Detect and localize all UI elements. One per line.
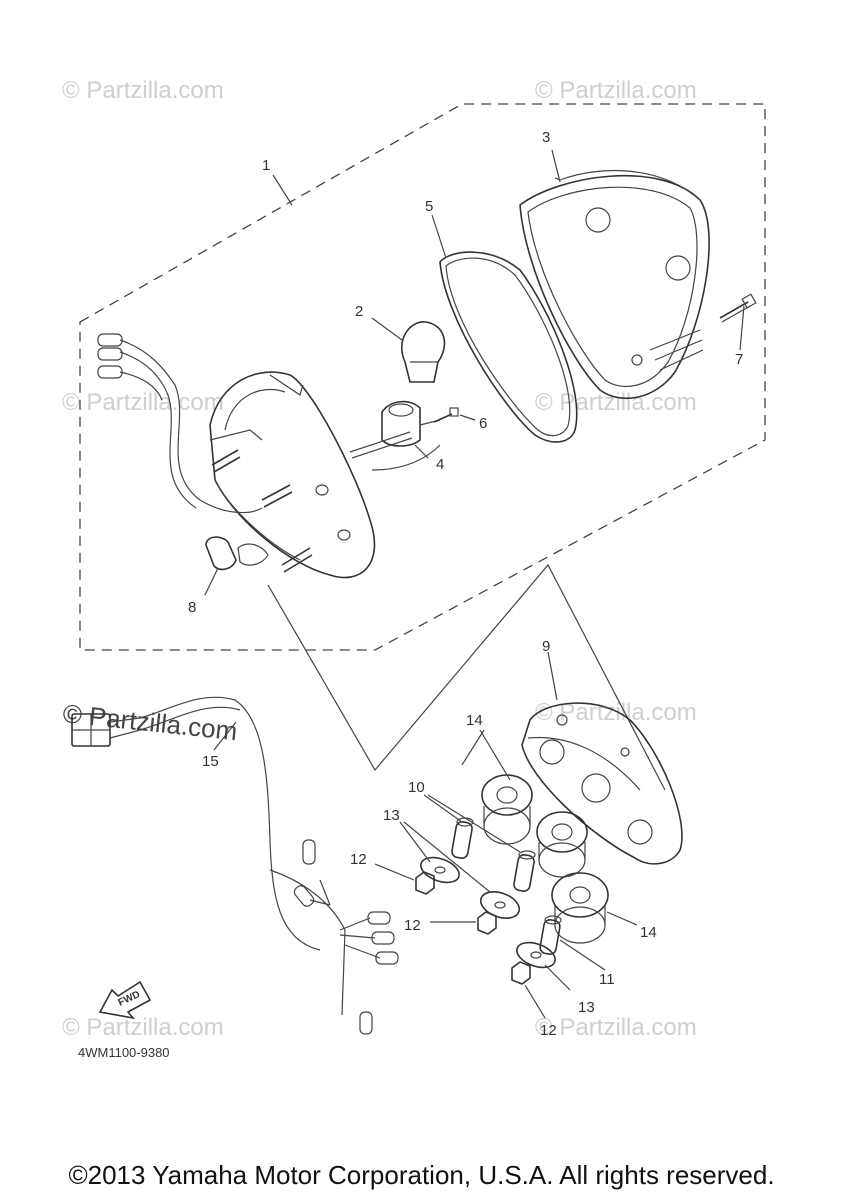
assembly-boundary — [79, 103, 766, 651]
leader-line — [551, 149, 561, 183]
callout-10: 10 — [408, 779, 425, 796]
assembly-guide — [267, 563, 666, 791]
callout-13a: 13 — [383, 807, 400, 824]
callout-15: 15 — [202, 753, 219, 770]
grommet — [205, 536, 269, 571]
callout-9: 9 — [542, 638, 550, 655]
leader-line — [461, 729, 511, 781]
callout-5: 5 — [425, 198, 433, 215]
housing-wires — [97, 333, 263, 514]
washer — [420, 856, 460, 884]
callout-1: 1 — [262, 157, 270, 174]
callout-8: 8 — [188, 599, 196, 616]
watermark: © Partzilla.com — [62, 1014, 224, 1041]
lens-gasket — [439, 251, 578, 443]
callout-12c: 12 — [540, 1022, 557, 1039]
leader-line — [431, 214, 447, 259]
nut — [477, 911, 497, 935]
socket-screw — [433, 407, 459, 423]
watermark: © Partzilla.com — [535, 699, 697, 726]
collar — [451, 817, 474, 859]
callouts: 1 2 3 5 7 6 4 8 9 14 10 13 12 12 14 11 1… — [188, 129, 743, 1039]
callout-7: 7 — [735, 351, 743, 368]
washer — [479, 891, 521, 919]
leader-line — [374, 863, 415, 881]
nut — [511, 961, 531, 985]
callout-3: 3 — [542, 129, 550, 146]
callout-14b: 14 — [640, 924, 657, 941]
leader-line — [423, 794, 521, 853]
callout-11: 11 — [599, 971, 615, 988]
rubber-spacer — [551, 872, 609, 944]
leader-line — [414, 444, 429, 459]
leader-line — [272, 174, 293, 206]
collar — [513, 850, 536, 892]
callout-13b: 13 — [578, 999, 595, 1016]
leader-line — [739, 305, 745, 351]
collar — [539, 915, 562, 955]
callout-12b: 12 — [404, 917, 421, 934]
bulb — [400, 321, 446, 383]
nut — [415, 871, 435, 895]
leader-line — [606, 911, 638, 926]
leader-line — [559, 939, 606, 971]
base-plate — [521, 702, 683, 865]
leader-line — [544, 964, 571, 991]
watermark: © Partzilla.com — [535, 389, 697, 416]
tail-housing — [209, 371, 376, 579]
callout-2: 2 — [355, 303, 363, 320]
watermark: © Partzilla.com — [62, 77, 224, 104]
lens-screw — [719, 293, 757, 323]
rubber-spacer — [536, 811, 588, 878]
bulb-socket — [349, 400, 441, 471]
callout-6: 6 — [479, 415, 487, 432]
copyright-notice: ©2013 Yamaha Motor Corporation, U.S.A. A… — [68, 1160, 775, 1190]
leader-line — [547, 651, 558, 701]
watermark: © Partzilla.com — [535, 77, 697, 104]
watermark: © Partzilla.com — [535, 1014, 697, 1041]
callout-14a: 14 — [466, 712, 483, 729]
washer — [516, 941, 556, 969]
leader-line — [399, 821, 491, 893]
leader-line — [371, 317, 403, 341]
leader-line — [204, 567, 219, 596]
wire-harness — [71, 696, 399, 1035]
callout-12a: 12 — [350, 851, 367, 868]
watermark-prominent: © Partzilla.com — [61, 698, 238, 746]
watermarks: © Partzilla.com © Partzilla.com © Partzi… — [61, 77, 696, 1041]
forward-arrow-icon: FWD — [98, 980, 152, 1020]
watermark: © Partzilla.com — [62, 389, 224, 416]
leader-line — [213, 721, 237, 751]
callout-4: 4 — [436, 456, 444, 473]
leader-line — [524, 984, 546, 1019]
tail-lens — [519, 169, 710, 400]
leader-line — [459, 414, 476, 421]
diagram-code: 4WM1100-9380 — [78, 1045, 170, 1060]
